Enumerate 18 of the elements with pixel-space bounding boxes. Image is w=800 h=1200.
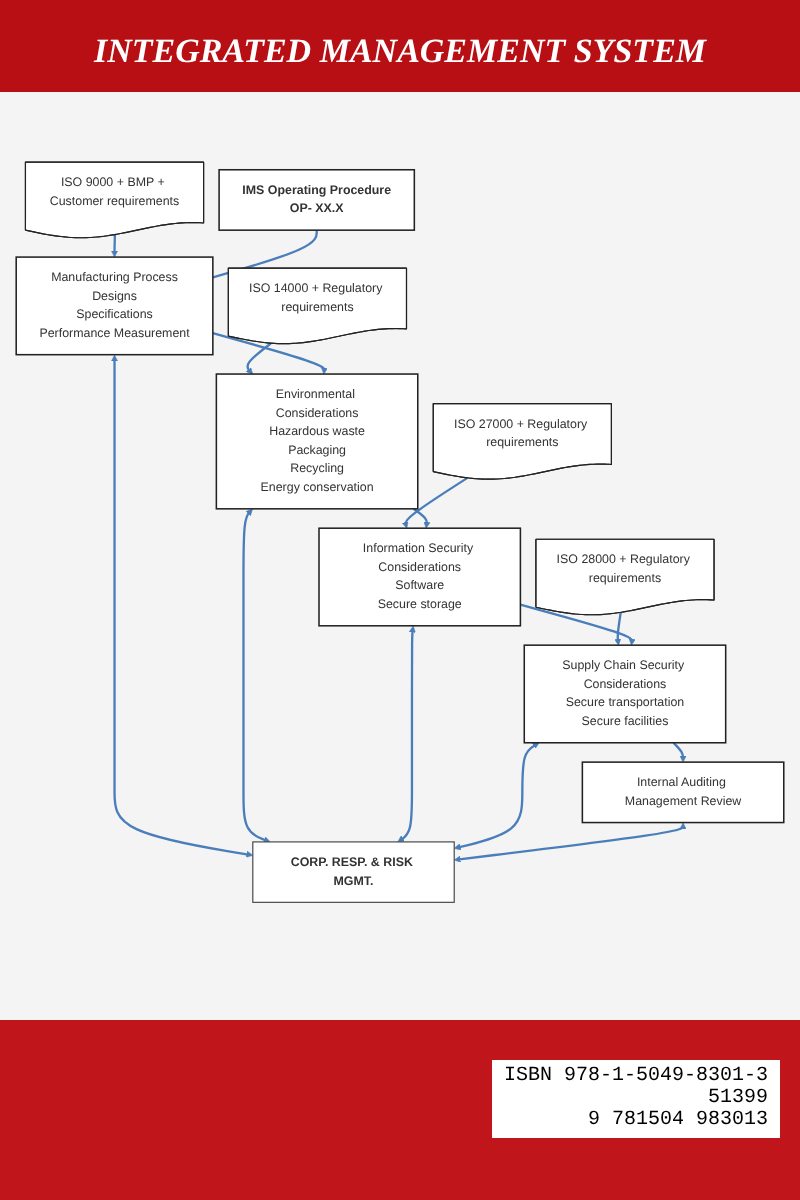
- arrow: [245, 342, 272, 375]
- arrow: [453, 822, 687, 863]
- isbn-text: 9 781504 983013: [585, 1110, 768, 1132]
- arrow: [111, 234, 118, 258]
- arrow: [401, 476, 468, 529]
- arrow: [242, 508, 271, 843]
- arrow: [111, 354, 254, 858]
- arrow: [520, 603, 636, 646]
- arrow: [672, 741, 687, 763]
- isbn-text: ISBN 978-1-5049-8301-3: [503, 1066, 768, 1088]
- connector: [212, 229, 318, 279]
- arrow: [212, 331, 328, 375]
- arrow: [412, 507, 431, 529]
- arrow: [397, 625, 416, 842]
- arrow: [453, 742, 540, 850]
- arrow: [614, 612, 622, 646]
- cover-title: INTEGRATED MANAGEMENT SYSTEM: [0, 0, 800, 92]
- isbn-text: 51399: [705, 1088, 768, 1110]
